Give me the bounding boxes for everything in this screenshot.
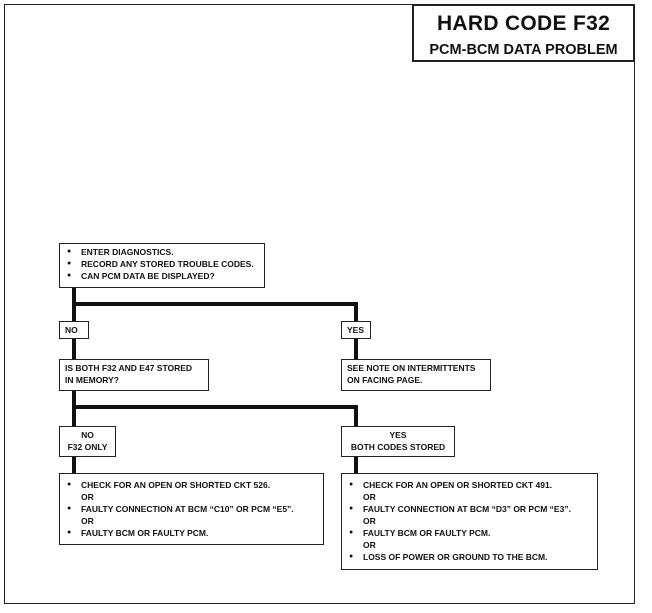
right-result-item: CHECK FOR AN OPEN OR SHORTED CKT 491. — [347, 479, 592, 491]
connector-f32-to-result — [72, 456, 76, 474]
right-result-or: OR — [363, 492, 376, 502]
start-item: RECORD ANY STORED TROUBLE CODES. — [65, 258, 259, 270]
both-codes-line-1: YES — [389, 430, 407, 440]
left-result-item: CHECK FOR AN OPEN OR SHORTED CKT 526. — [65, 479, 318, 491]
right-result-or: OR — [363, 516, 376, 526]
title-box: HARD CODE F32 PCM-BCM DATA PROBLEM — [412, 4, 635, 62]
question-line-1: IS BOTH F32 AND E47 STORED — [65, 363, 193, 373]
no-f32-box: NO F32 ONLY — [59, 426, 116, 457]
yes-label: YES — [347, 325, 365, 335]
right-result-item: FAULTY BCM OR FAULTY PCM. — [347, 527, 592, 539]
page-subtitle: PCM-BCM DATA PROBLEM — [429, 42, 618, 58]
left-result-box: CHECK FOR AN OPEN OR SHORTED CKT 526. OR… — [59, 473, 324, 545]
both-codes-box: YES BOTH CODES STORED — [341, 426, 455, 457]
left-result-or: OR — [81, 516, 94, 526]
no-label: NO — [65, 325, 78, 335]
right-result-box: CHECK FOR AN OPEN OR SHORTED CKT 491. OR… — [341, 473, 598, 570]
connector-yes-down — [354, 302, 358, 322]
left-result-item: FAULTY CONNECTION AT BCM “C10” OR PCM “E… — [65, 503, 318, 515]
start-item: CAN PCM DATA BE DISPLAYED? — [65, 270, 259, 282]
right-result-item: LOSS OF POWER OR GROUND TO THE BCM. — [347, 551, 592, 563]
connector-yes-to-note — [354, 338, 358, 360]
connector-no-to-question — [72, 338, 76, 360]
connector-split-1 — [72, 302, 358, 306]
note-line-1: SEE NOTE ON INTERMITTENTS — [347, 363, 476, 373]
note-box: SEE NOTE ON INTERMITTENTS ON FACING PAGE… — [341, 359, 491, 391]
both-codes-line-2: BOTH CODES STORED — [350, 442, 446, 452]
connector-both-down — [354, 405, 358, 427]
right-result-item: FAULTY CONNECTION AT BCM “D3” OR PCM “E3… — [347, 503, 592, 515]
left-result-item: FAULTY BCM OR FAULTY PCM. — [65, 527, 318, 539]
question-line-2: IN MEMORY? — [65, 375, 119, 385]
yes-box: YES — [341, 321, 371, 339]
no-box: NO — [59, 321, 89, 339]
left-result-or: OR — [81, 492, 94, 502]
right-result-or: OR — [363, 540, 376, 550]
start-item: ENTER DIAGNOSTICS. — [65, 246, 259, 258]
connector-both-to-result — [354, 456, 358, 474]
page-frame — [4, 4, 635, 604]
no-f32-line-1: NO — [81, 430, 94, 440]
page-title: HARD CODE F32 — [436, 12, 611, 35]
no-f32-line-2: F32 ONLY — [67, 442, 108, 452]
connector-split-2 — [72, 405, 358, 409]
question-box: IS BOTH F32 AND E47 STORED IN MEMORY? — [59, 359, 209, 391]
note-line-2: ON FACING PAGE. — [347, 375, 423, 385]
start-box: ENTER DIAGNOSTICS. RECORD ANY STORED TRO… — [59, 243, 265, 288]
